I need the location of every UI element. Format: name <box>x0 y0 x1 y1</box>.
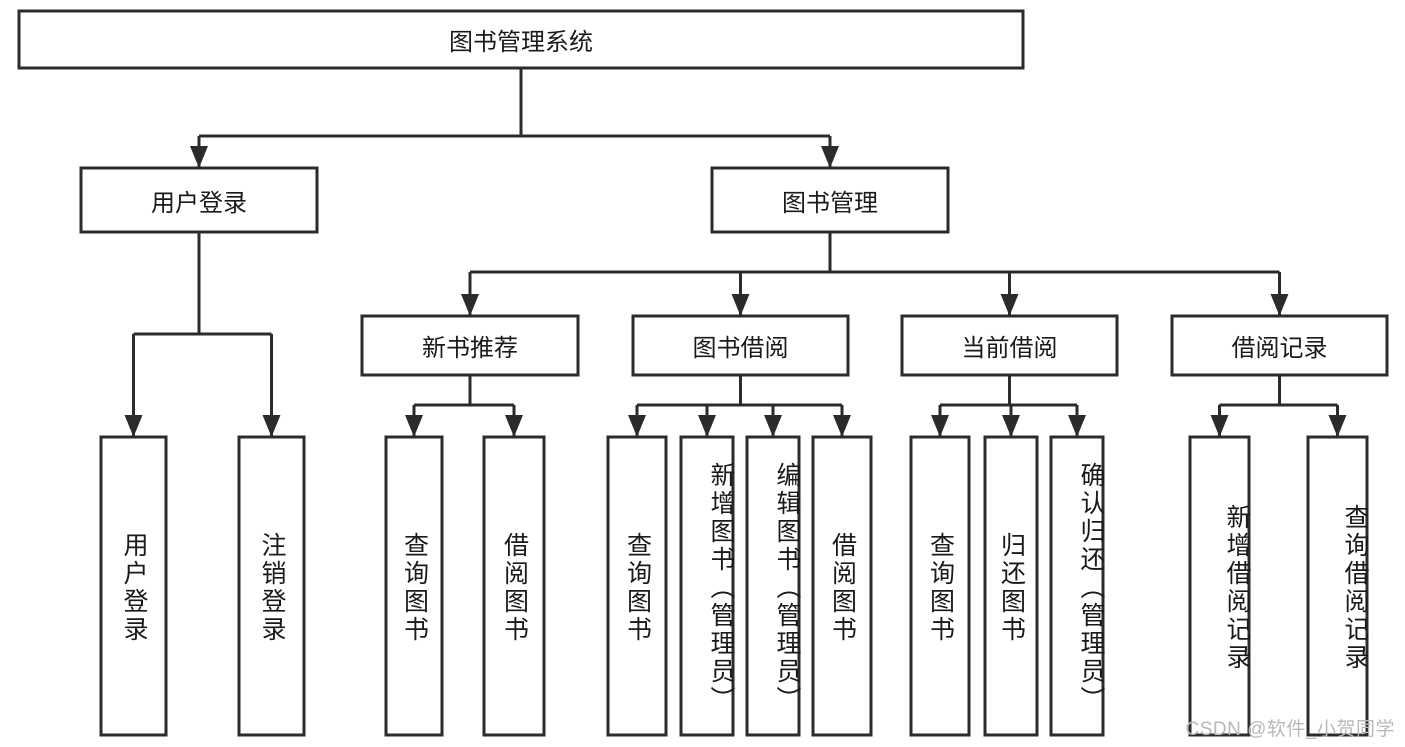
arrow-head-icon <box>698 415 716 437</box>
node-box-leaf-borrow-book-1[interactable] <box>482 435 546 737</box>
arrow-head-icon <box>1270 294 1289 316</box>
arrow-head-icon <box>731 294 750 316</box>
node-box-new-book-rec[interactable] <box>360 314 580 377</box>
node-box-leaf-borrow-book-2[interactable] <box>811 435 873 737</box>
node-box-leaf-add-record[interactable] <box>1188 435 1251 737</box>
node-box-user-login[interactable] <box>79 166 319 234</box>
arrow-head-icon <box>628 415 646 437</box>
arrow-head-icon <box>1328 415 1347 437</box>
arrow-head-icon <box>833 415 851 437</box>
watermark-text: CSDN @软件_小贺同学 <box>1185 719 1395 740</box>
node-box-leaf-query-record[interactable] <box>1306 435 1369 737</box>
arrow-head-icon <box>124 415 143 437</box>
node-box-leaf-logout[interactable] <box>237 435 306 737</box>
node-box-leaf-user-login[interactable] <box>99 435 168 737</box>
arrow-head-icon <box>1002 415 1020 437</box>
arrow-head-icon <box>190 146 208 168</box>
node-box-leaf-query-book-2[interactable] <box>606 435 668 737</box>
arrow-head-icon <box>505 415 523 437</box>
node-box-root[interactable] <box>17 9 1025 70</box>
arrow-head-icon <box>931 415 949 437</box>
arrow-head-icon <box>1068 415 1086 437</box>
node-box-leaf-return-book[interactable] <box>983 435 1039 737</box>
node-box-leaf-confirm-return[interactable] <box>1049 435 1105 737</box>
node-box-book-admin[interactable] <box>710 166 950 234</box>
node-box-book-borrow[interactable] <box>631 314 850 377</box>
arrow-head-icon <box>764 415 782 437</box>
arrow-head-icon <box>1000 294 1019 316</box>
arrow-head-icon <box>262 415 281 437</box>
arrow-head-icon <box>461 294 479 316</box>
node-box-leaf-query-book-1[interactable] <box>384 435 444 737</box>
node-box-borrow-record[interactable] <box>1170 314 1389 377</box>
node-box-leaf-query-book-3[interactable] <box>909 435 971 737</box>
node-box-layer <box>17 9 1389 737</box>
arrow-head-icon <box>821 146 839 168</box>
node-box-current-borrow[interactable] <box>900 314 1119 377</box>
arrow-head-icon <box>405 415 423 437</box>
connector-layer <box>124 68 1347 437</box>
arrow-head-icon <box>1210 415 1229 437</box>
node-box-leaf-edit-book[interactable] <box>745 435 801 737</box>
node-box-leaf-add-book[interactable] <box>679 435 735 737</box>
